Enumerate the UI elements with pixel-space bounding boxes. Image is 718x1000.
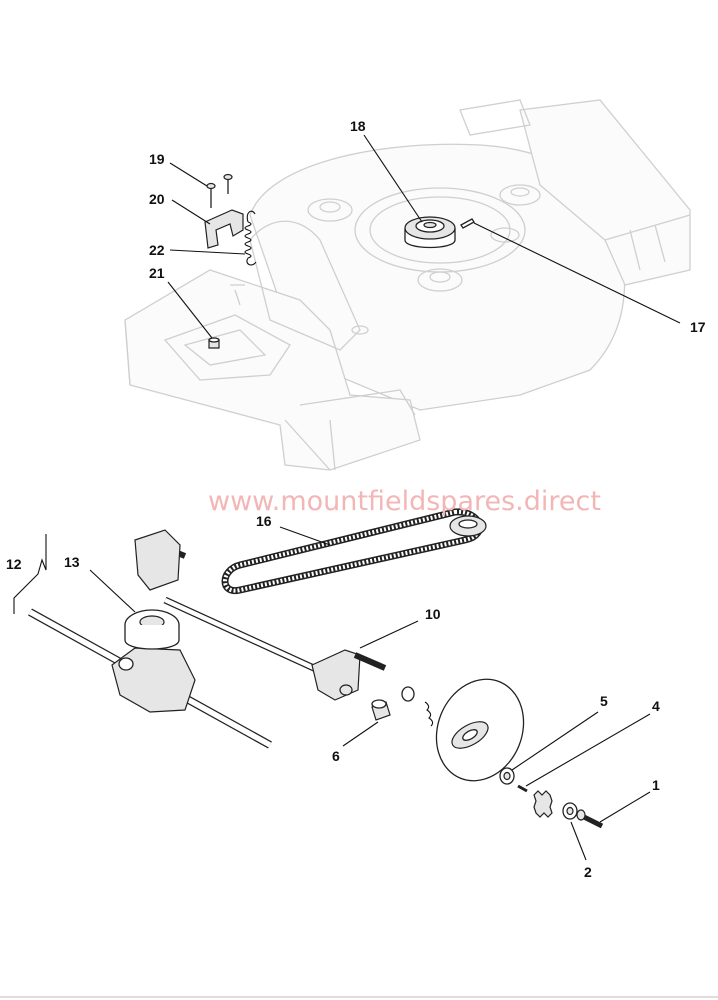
tension-spring[interactable] [244,210,257,266]
screw-pair[interactable] [206,173,233,209]
callout-17: 17 [690,319,706,335]
wheel-bolt[interactable] [576,809,604,829]
callout-18: 18 [350,118,366,134]
watermark: www.mountfieldspares.direct [208,486,601,517]
gear-lever-rod[interactable] [134,529,387,701]
rear-wheel[interactable] [422,666,539,794]
gearbox[interactable] [28,608,272,749]
bushing[interactable] [371,699,391,721]
callout-13: 13 [64,554,80,570]
callout-4: 4 [652,698,660,714]
axle-assembly-bracket [13,534,47,614]
drive-belt[interactable] [221,508,487,595]
callout-20: 20 [149,191,165,207]
spacer-washer[interactable] [401,686,415,702]
washer[interactable] [499,767,515,785]
mower-deck-outline [124,99,691,471]
drive-pulley[interactable] [404,216,456,249]
callout-1: 1 [652,777,660,793]
callout-5: 5 [600,693,608,709]
nut[interactable] [208,337,220,349]
callout-10: 10 [425,606,441,622]
callout-22: 22 [149,242,165,258]
leader-lines [89,134,681,861]
callout-16: 16 [256,513,272,529]
callout-12: 12 [6,556,22,572]
callout-numbers: 1 2 4 5 6 10 12 13 16 17 18 19 20 21 22 [6,118,706,880]
callout-2: 2 [584,864,592,880]
pulley-key[interactable] [460,218,475,229]
callout-6: 6 [332,748,340,764]
callout-19: 19 [149,151,165,167]
roll-pin[interactable] [517,784,528,793]
pinion-gear[interactable] [533,790,553,818]
callout-21: 21 [149,265,165,281]
spring-bracket[interactable] [204,209,244,249]
wheel-washer[interactable] [562,802,578,820]
